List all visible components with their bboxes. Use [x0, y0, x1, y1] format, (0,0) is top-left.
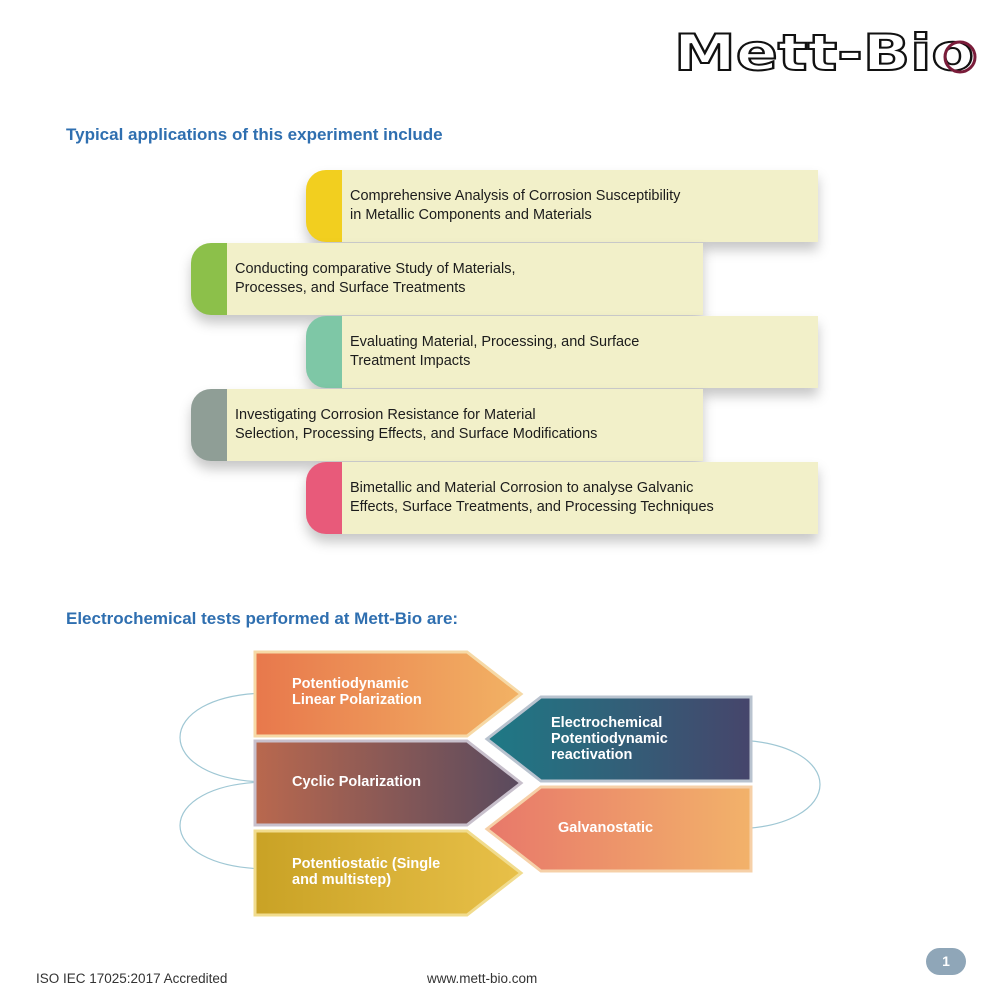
website-link[interactable]: www.mett-bio.com [427, 971, 538, 986]
tile-label: Electrochemical Potentiodynamic reactiva… [551, 715, 668, 763]
tile-label: Galvanostatic [558, 820, 653, 836]
application-card: Investigating Corrosion Resistance for M… [191, 389, 703, 461]
tile-shape [253, 829, 524, 917]
card-line: Investigating Corrosion Resistance for M… [235, 407, 536, 423]
test-tile: Cyclic Polarization [253, 739, 524, 827]
tile-line: Galvanostatic [558, 820, 654, 836]
tile-line: Cyclic Polarization [292, 774, 421, 790]
tile-shape [484, 695, 753, 783]
card-line: Bimetallic and Material Corrosion to ana… [350, 480, 694, 496]
tile-line: Linear Polarization [292, 692, 422, 708]
logo-wordmark: Mett-Bio [674, 24, 974, 80]
logo-ring [943, 40, 977, 74]
tile-line: Potentiodynamic [292, 676, 409, 692]
connector-line [729, 739, 821, 830]
test-tile: Potentiodynamic Linear Polarization [253, 650, 524, 738]
card-line: Effects, Surface Treatments, and Process… [350, 499, 714, 515]
test-tile: Potentiostatic (Single and multistep) [253, 829, 524, 917]
card-panel: Comprehensive Analysis of Corrosion Susc… [342, 170, 818, 242]
tile-label: Potentiostatic (Single and multistep) [292, 856, 440, 888]
accreditation-text: ISO IEC 17025:2017 Accredited [36, 971, 228, 986]
card-line: Conducting comparative Study of Material… [235, 261, 516, 277]
card-panel: Bimetallic and Material Corrosion to ana… [342, 462, 818, 534]
application-card: Conducting comparative Study of Material… [191, 243, 703, 315]
tile-line: reactivation [551, 747, 633, 763]
connector-line [179, 781, 271, 870]
tile-line: Potentiodynamic [551, 731, 668, 747]
card-line: in Metallic Components and Materials [350, 207, 592, 223]
card-line: Selection, Processing Effects, and Surfa… [235, 426, 598, 442]
mett-bio-logo: Mett-Bio [674, 22, 980, 80]
tile-shape [253, 650, 524, 738]
test-tile: Galvanostatic [484, 785, 753, 873]
tile-label: Cyclic Polarization [292, 774, 421, 790]
page-number-badge: 1 [926, 948, 966, 975]
card-panel: Conducting comparative Study of Material… [227, 243, 703, 315]
card-line: Evaluating Material, Processing, and Sur… [350, 334, 640, 350]
tile-line: and multistep) [292, 872, 392, 888]
tile-shape [253, 739, 524, 827]
applications-heading: Typical applications of this experiment … [66, 125, 443, 144]
application-card: Bimetallic and Material Corrosion to ana… [306, 462, 818, 534]
card-panel: Evaluating Material, Processing, and Sur… [342, 316, 818, 388]
tests-heading: Electrochemical tests performed at Mett-… [66, 609, 459, 628]
application-card: Evaluating Material, Processing, and Sur… [306, 316, 818, 388]
connector-line [179, 692, 271, 783]
card-panel: Investigating Corrosion Resistance for M… [227, 389, 703, 461]
card-line: Processes, and Surface Treatments [235, 280, 466, 296]
application-card: Comprehensive Analysis of Corrosion Susc… [306, 170, 818, 242]
tile-line: Potentiostatic (Single [292, 856, 441, 872]
test-tile: Electrochemical Potentiodynamic reactiva… [484, 695, 753, 783]
card-line: Comprehensive Analysis of Corrosion Susc… [350, 188, 681, 204]
tile-shape [484, 785, 753, 873]
tile-line: Electrochemical [551, 715, 663, 731]
card-line: Treatment Impacts [350, 353, 471, 369]
tile-label: Potentiodynamic Linear Polarization [292, 676, 422, 708]
